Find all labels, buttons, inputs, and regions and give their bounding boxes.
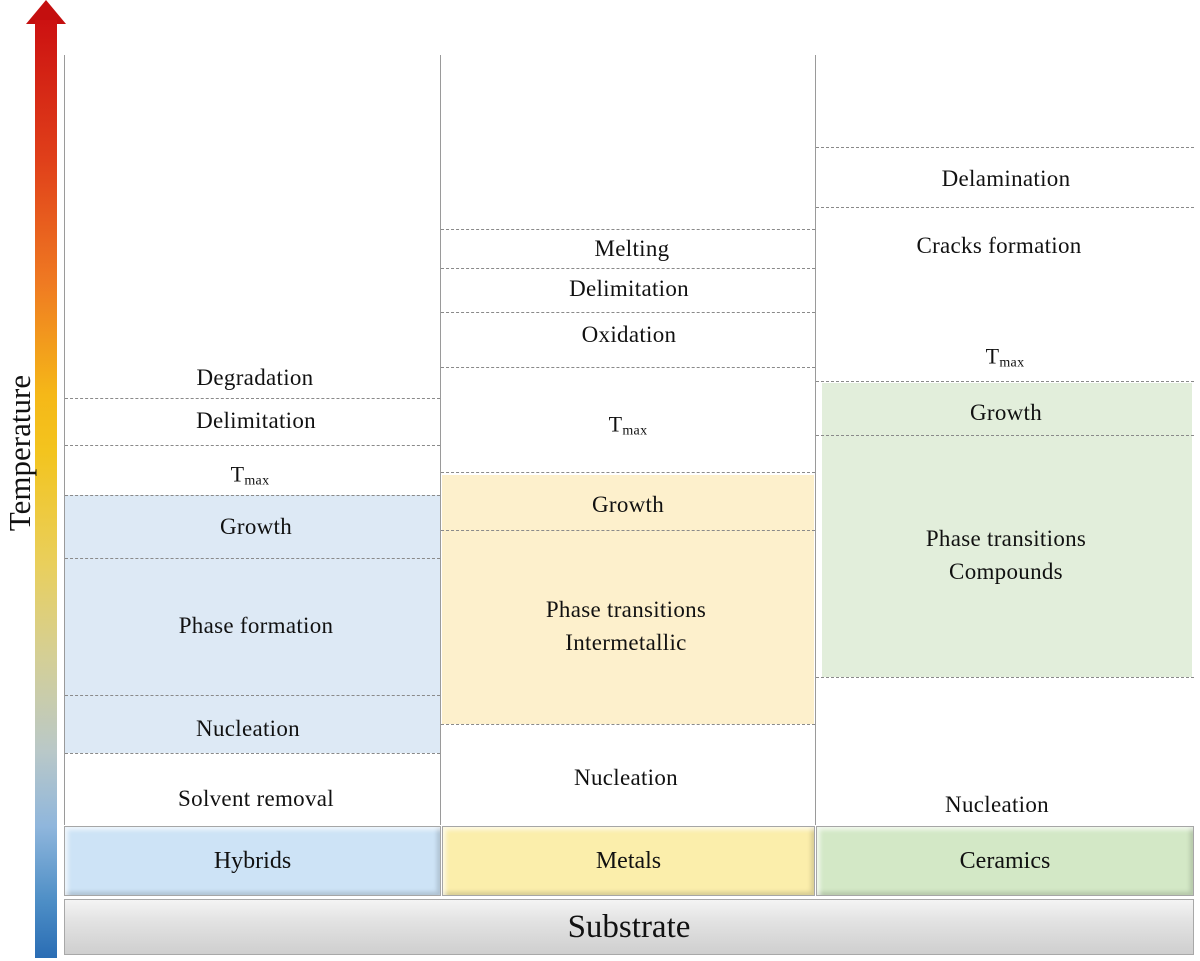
temperature-arrow <box>35 20 57 958</box>
hybrids-stage-delimitation: Delimitation <box>196 408 316 433</box>
metals-stage-intermetallic: Intermetallic <box>565 630 687 655</box>
hybrids-stage-solvent-removal: Solvent removal <box>178 786 334 811</box>
metals-stage-melting: Melting <box>594 236 670 261</box>
ceramics-stage-cracks-formation: Cracks formation <box>916 233 1082 258</box>
stage-boundary <box>441 367 815 368</box>
ceramics-material-box: Ceramics <box>816 826 1194 896</box>
ceramics-stage-nucleation: Nucleation <box>945 792 1049 817</box>
stage-boundary <box>816 207 1194 208</box>
column-divider <box>440 55 441 825</box>
column-divider <box>64 55 65 825</box>
metals-material-box: Metals <box>442 826 815 896</box>
stage-boundary <box>441 724 815 725</box>
hybrids-stage-growth: Growth <box>219 514 293 539</box>
stage-boundary <box>816 435 1194 436</box>
hybrids-stage-phase-formation: Phase formation <box>178 613 334 638</box>
metals-stage-oxidation: Oxidation <box>581 322 677 347</box>
metals-tmax: Tmax <box>608 411 648 439</box>
ceramics-stage-phase-transitions: Phase transitions <box>925 526 1087 551</box>
ceramics-stage-region <box>822 383 1192 677</box>
stage-boundary <box>65 558 440 559</box>
hybrids-stage-nucleation: Nucleation <box>196 716 300 741</box>
stage-boundary <box>816 677 1194 678</box>
ceramics-stage-delamination: Delamination <box>941 166 1071 191</box>
ceramics-tmax: Tmax <box>985 343 1025 371</box>
stage-boundary <box>65 695 440 696</box>
stage-boundary <box>441 229 815 230</box>
stage-boundary <box>441 472 815 473</box>
metals-label: Metals <box>595 847 662 874</box>
ceramics-stage-compounds: Compounds <box>949 559 1063 584</box>
hybrids-stage-degradation: Degradation <box>196 365 314 390</box>
temperature-axis-label: Temperature <box>2 374 37 532</box>
ceramics-label: Ceramics <box>959 847 1051 874</box>
metals-stage-phase-transitions: Phase transitions <box>545 597 707 622</box>
metals-stage-growth: Growth <box>591 492 665 517</box>
substrate-bar: Substrate <box>64 899 1194 955</box>
stage-boundary <box>816 147 1194 148</box>
hybrids-tmax: Tmax <box>230 461 270 489</box>
hybrids-material-box: Hybrids <box>64 826 441 896</box>
substrate-label: Substrate <box>567 908 691 945</box>
hybrids-stage-region <box>65 495 440 753</box>
stage-boundary <box>441 268 815 269</box>
stage-boundary <box>441 312 815 313</box>
stage-boundary <box>65 445 440 446</box>
column-divider <box>815 55 816 825</box>
stage-boundary <box>441 530 815 531</box>
stage-boundary <box>65 398 440 399</box>
stage-boundary <box>65 495 440 496</box>
stage-boundary <box>65 753 440 754</box>
stage-boundary <box>816 381 1194 382</box>
metals-stage-delimitation: Delimitation <box>569 276 689 301</box>
metals-stage-region <box>442 475 814 724</box>
hybrids-label: Hybrids <box>213 847 292 874</box>
metals-stage-nucleation: Nucleation <box>574 765 678 790</box>
ceramics-stage-growth: Growth <box>969 400 1043 425</box>
